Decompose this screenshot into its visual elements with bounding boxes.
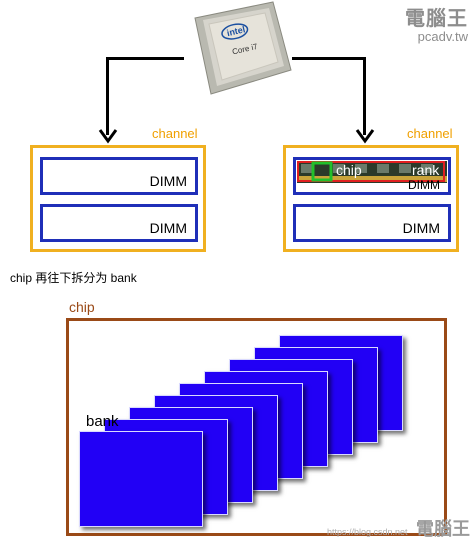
dimm-label: DIMM	[402, 220, 440, 236]
bank-label: bank	[86, 413, 119, 430]
dimm-left-2: DIMM	[40, 204, 198, 242]
cpu-image: intel Core i7	[183, 0, 293, 98]
watermark-url: pcadv.tw	[417, 29, 468, 44]
connector-left-horizontal	[107, 57, 184, 60]
watermark-url-bottom: https://blog.csdn.net	[326, 527, 408, 537]
memory-module-image	[297, 161, 447, 183]
dimm-left-1: DIMM	[40, 157, 198, 195]
dimm-label: DIMM	[408, 178, 440, 192]
chip-label: chip	[69, 299, 95, 315]
module-rank-label: rank	[412, 162, 440, 178]
connector-right-horizontal	[292, 57, 365, 60]
arrow-down-icon	[98, 128, 118, 149]
arrow-down-icon	[355, 128, 375, 149]
connector-right-vertical	[363, 57, 366, 135]
channel-right: chip rank DIMM DIMM	[283, 145, 459, 252]
dimm-label: DIMM	[149, 173, 187, 189]
watermark-logo: 電腦王	[405, 8, 468, 30]
watermark-top: 電腦王 pcadv.tw	[405, 2, 468, 44]
channel-label-right: channel	[407, 126, 453, 141]
bank-layer	[79, 431, 203, 527]
dimm-right-1: chip rank DIMM	[293, 157, 451, 195]
channel-label-left: channel	[152, 126, 198, 141]
chip-container	[66, 318, 447, 536]
cpu-brand: intel	[226, 24, 246, 38]
caption-text: chip 再往下拆分为 bank	[10, 271, 137, 285]
watermark-logo-bottom: 電腦王	[416, 519, 470, 539]
connector-left-vertical	[106, 57, 109, 135]
module-chip-label: chip	[336, 162, 362, 178]
channel-left: DIMM DIMM	[30, 145, 206, 252]
watermark-bottom: https://blog.csdn.net 電腦王	[327, 515, 470, 541]
dimm-right-2: DIMM	[293, 204, 451, 242]
dimm-label: DIMM	[149, 220, 187, 236]
